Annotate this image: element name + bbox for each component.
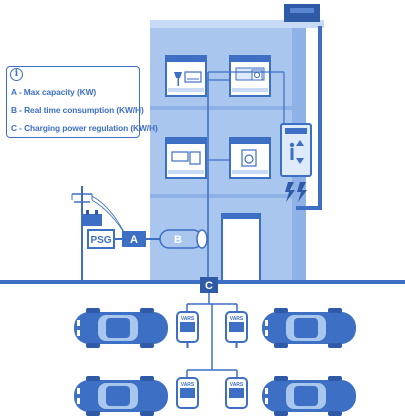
- electric-car-icon: [262, 376, 356, 416]
- legend-item-a: A - Max capacity (KW): [11, 87, 97, 97]
- meter-b: B: [159, 229, 208, 249]
- meter-a-label: A: [130, 234, 138, 246]
- info-icon: i: [10, 68, 23, 81]
- air-conditioner-icon: [184, 71, 202, 83]
- regulator-c-label: C: [205, 280, 213, 292]
- underground-wiring: [186, 293, 238, 378]
- charger-label: VARS: [230, 382, 244, 388]
- charging-station-icon: VARS: [176, 311, 199, 348]
- charging-station-icon: VARS: [225, 311, 248, 348]
- legend-box: [6, 66, 140, 138]
- transformer-icon: [82, 210, 102, 226]
- electric-car-icon: [74, 308, 168, 348]
- meter-a: A: [122, 231, 146, 247]
- window-top-left: [165, 55, 207, 97]
- charger-label: VARS: [230, 316, 244, 322]
- charging-station-icon: VARS: [176, 377, 199, 409]
- lightning-icon: [285, 182, 307, 202]
- washing-machine-icon: [241, 149, 257, 167]
- electric-car-icon: [74, 376, 168, 416]
- legend-item-c: C - Charging power regulation (KW/H): [11, 123, 158, 133]
- building-door: [221, 213, 261, 283]
- air-conditioner-icon: [171, 151, 189, 162]
- electric-car-icon: [262, 308, 356, 348]
- charger-label: VARS: [181, 316, 195, 322]
- window-mid-left: [165, 137, 207, 179]
- window-top-right: [229, 55, 271, 97]
- elevator-icon: [280, 123, 312, 177]
- charging-station-icon: VARS: [225, 377, 248, 409]
- meter-b-label: B: [174, 234, 182, 246]
- regulator-c: C: [200, 277, 218, 293]
- charger-label: VARS: [181, 382, 195, 388]
- legend-item-b: B - Real time consumption (KW/H): [11, 105, 144, 115]
- psg-label: PSG: [90, 235, 111, 246]
- psg-box: PSG: [87, 229, 115, 249]
- window-mid-right: [229, 137, 271, 179]
- lamp-icon: [174, 72, 182, 86]
- transmission-tower-icon: [71, 186, 127, 282]
